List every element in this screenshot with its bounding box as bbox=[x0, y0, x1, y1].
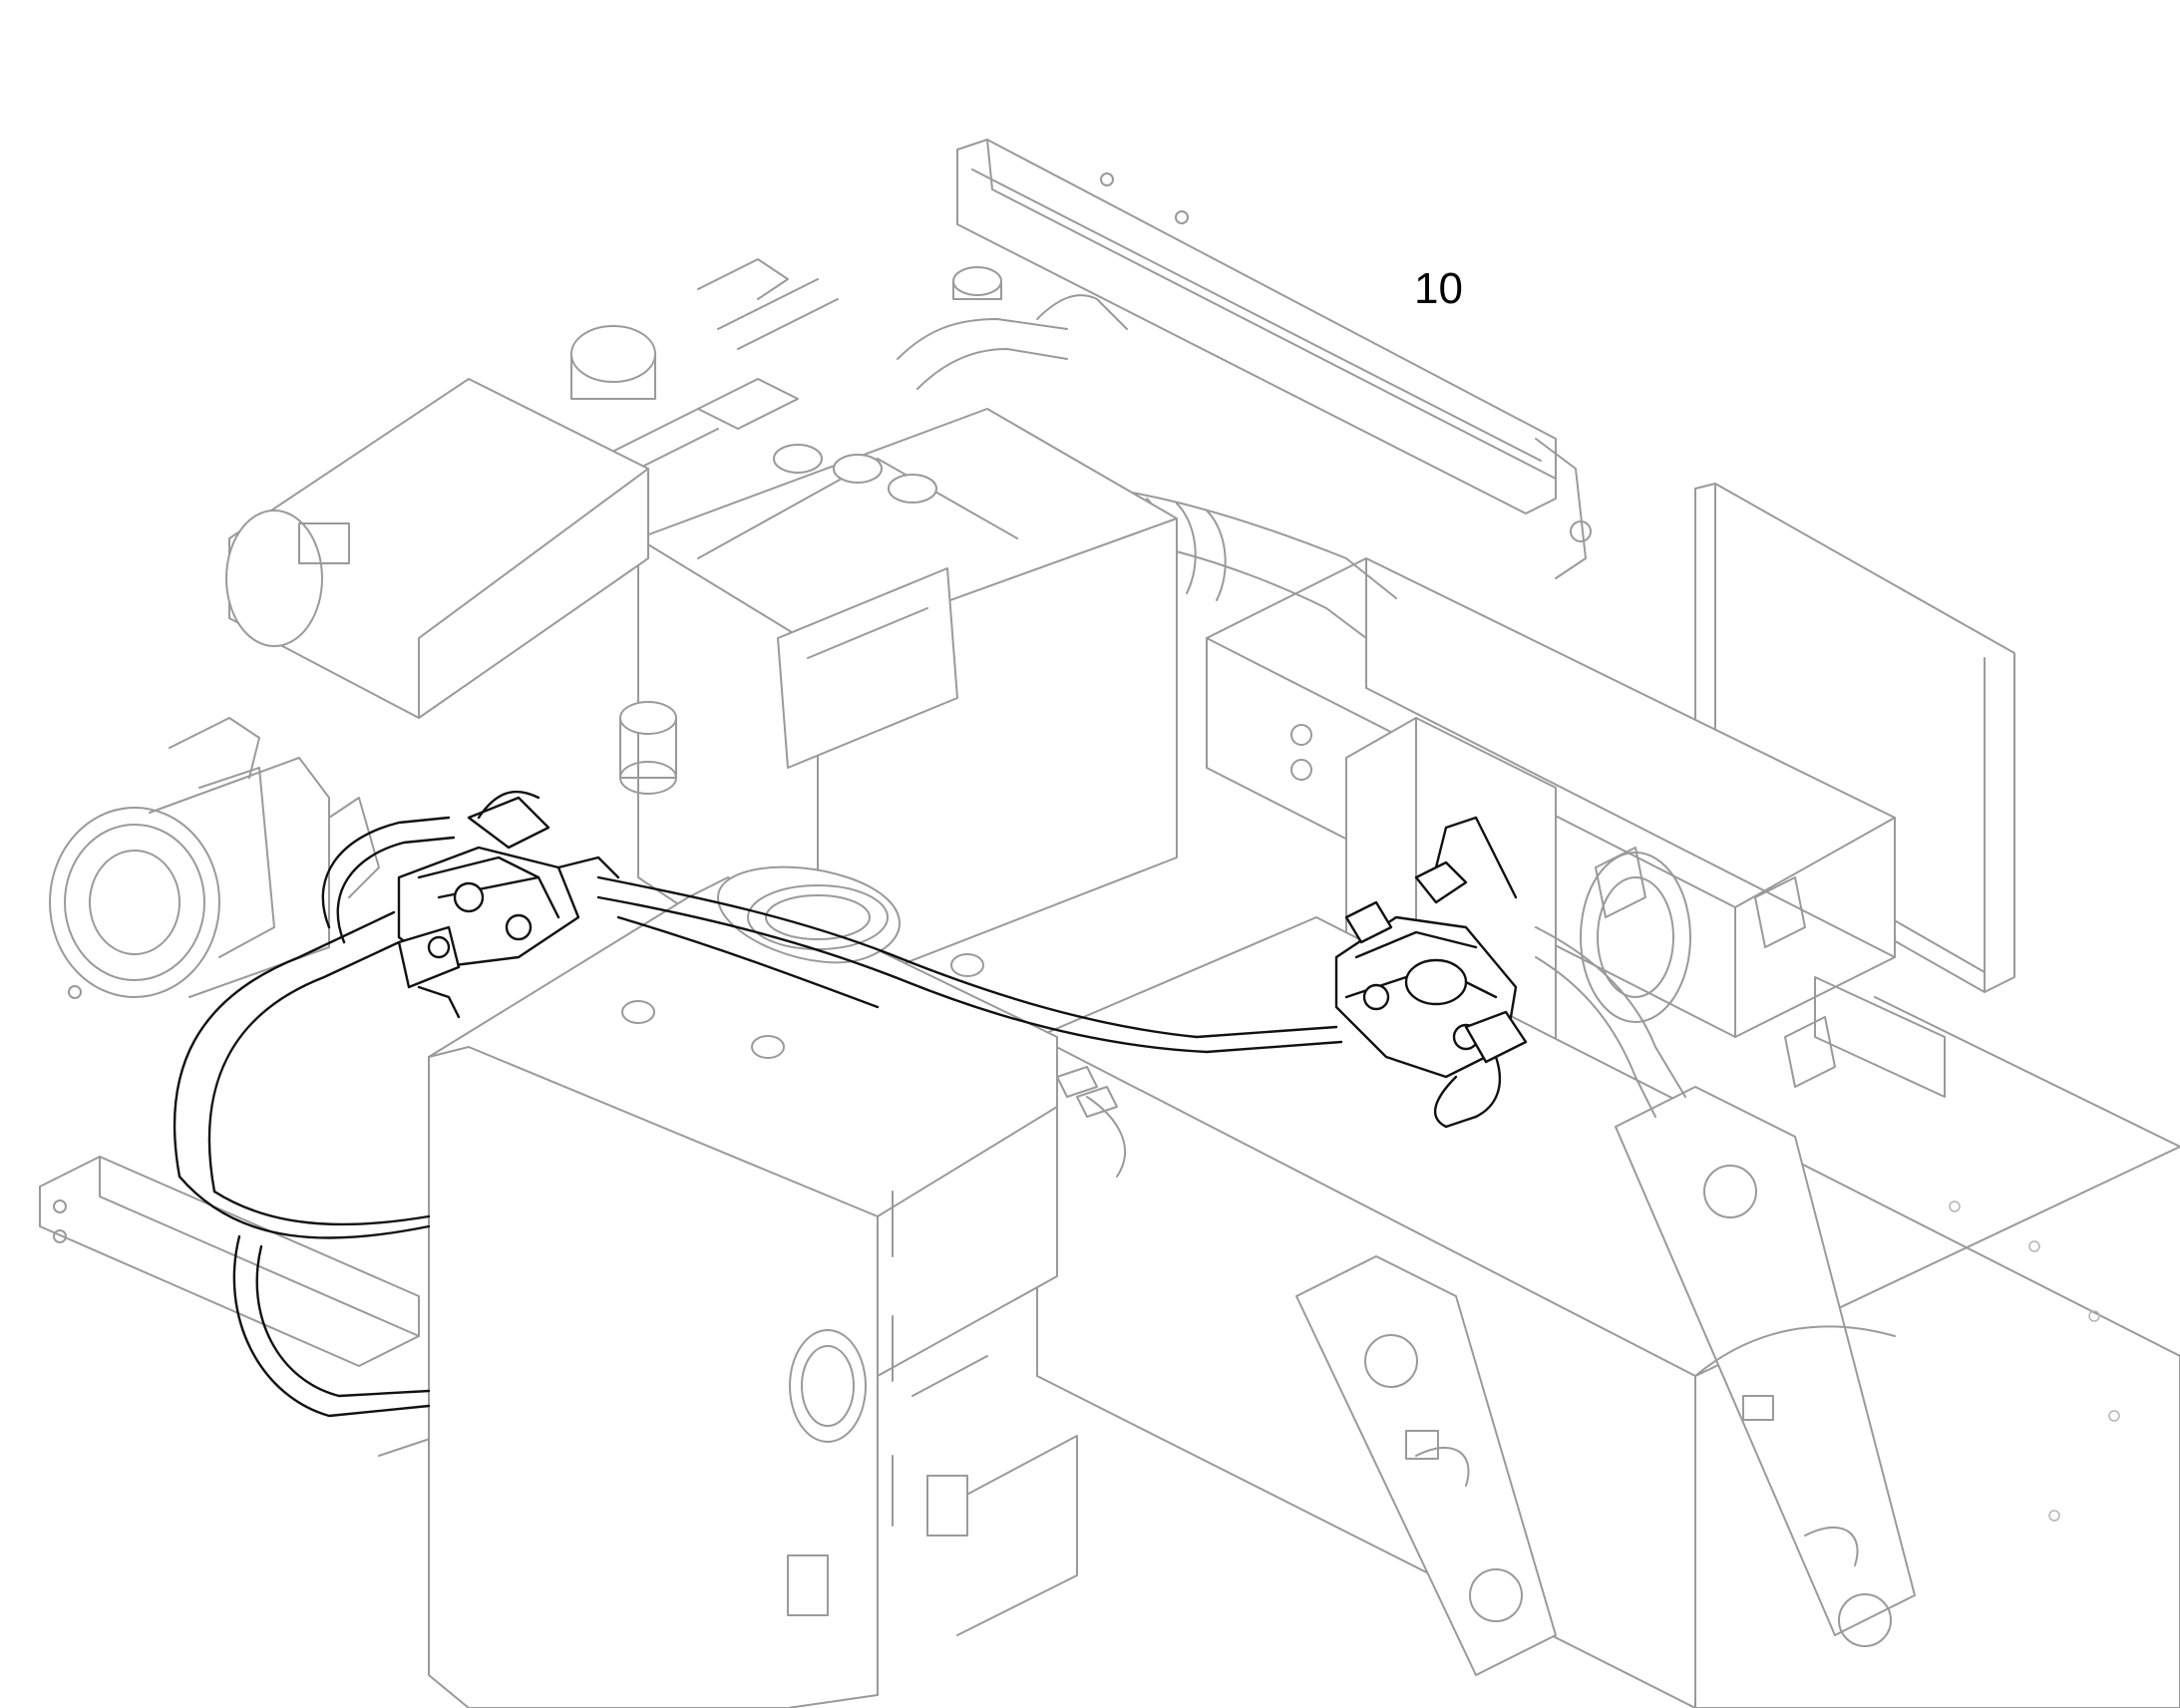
connecting-hoses bbox=[596, 875, 1686, 1178]
air-filter bbox=[49, 717, 380, 999]
hydraulic-tank bbox=[428, 865, 1078, 1708]
muffler bbox=[225, 325, 656, 719]
callout-label-10: 10 bbox=[1414, 264, 1463, 313]
main-chassis bbox=[1036, 916, 2180, 1708]
left-pump-assembly bbox=[173, 790, 620, 1418]
misc-fittings bbox=[1056, 847, 1836, 1118]
engine bbox=[557, 258, 1178, 998]
right-pump-assembly bbox=[1334, 816, 1528, 1129]
